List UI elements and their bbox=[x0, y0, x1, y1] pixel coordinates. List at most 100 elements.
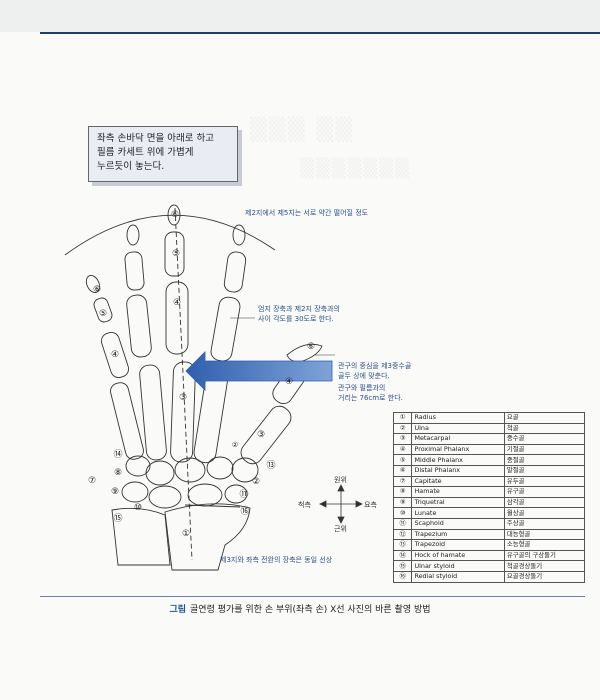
marker-trapezoid: ⑬ bbox=[266, 460, 275, 471]
legend-english: Ulnar styloid bbox=[411, 560, 505, 572]
compass-distal-label: 원위 bbox=[334, 476, 347, 484]
legend-number: ① bbox=[392, 412, 413, 424]
legend-korean: 월상골 bbox=[503, 507, 586, 519]
legend-korean: 요골경상돌기 bbox=[503, 570, 586, 583]
marker-hook: ⑭ bbox=[113, 449, 122, 460]
thumb-angle-note-line1: 엄지 장축과 제2지 장축과의 bbox=[258, 305, 340, 313]
legend-english: Ulna bbox=[411, 422, 505, 435]
legend-korean: 주상골 bbox=[503, 517, 586, 530]
legend-english: Hamate bbox=[411, 486, 505, 498]
legend-number: ⑮ bbox=[392, 560, 413, 572]
ulna-bone bbox=[111, 507, 171, 566]
legend-number: ⑪ bbox=[392, 517, 413, 530]
marker-metacarpal-thumb: ③ bbox=[257, 430, 265, 440]
legend-english: Scaphoid bbox=[411, 517, 505, 530]
marker-proximal-5: ④ bbox=[111, 350, 119, 360]
callout-line: 누르듯이 놓는다. bbox=[97, 161, 165, 172]
legend-korean: 요골 bbox=[503, 412, 586, 424]
middle-phalanx-4 bbox=[124, 251, 145, 291]
center-note-line1: 관구의 중심을 제3중수골 bbox=[338, 362, 412, 370]
legend-english: Redial styloid bbox=[411, 570, 505, 583]
middle-phalanx-3 bbox=[164, 231, 185, 277]
compass-ulnar-label: 척측 bbox=[298, 501, 311, 509]
legend-korean: 유구골 bbox=[503, 486, 586, 498]
legend-number: ⑧ bbox=[392, 486, 413, 498]
hamate-bone bbox=[125, 455, 151, 477]
marker-ulna: ② bbox=[252, 477, 260, 487]
long-axis-line bbox=[174, 207, 193, 561]
center-note-line2: 골두 상에 맞춘다. bbox=[338, 372, 390, 380]
forearm-axis-note: 제3지와 좌측 전완의 장축은 동일 선상 bbox=[220, 556, 333, 564]
callout-line: 좌측 손바닥 면을 아래로 하고 bbox=[97, 133, 214, 144]
finger-gap-note: 제2지에서 제5지는 서로 약간 떨어질 정도 bbox=[245, 209, 369, 217]
legend-number: ⑫ bbox=[392, 528, 413, 541]
trapezium-bone bbox=[231, 457, 259, 483]
legend-english: Lunate bbox=[411, 507, 505, 519]
bone-number-markers: ⑥ ⑤ ④ ③ ⑥ ⑤ ④ ⑥ ④ ③ ② ⑭ ⑧ ⑦ ⑨ ⑩ ⑮ ⑬ ② ⑪ … bbox=[88, 210, 315, 539]
marker-middle-5: ⑤ bbox=[99, 309, 107, 319]
legend-korean: 중수골 bbox=[503, 433, 586, 445]
direction-compass bbox=[319, 484, 363, 524]
legend-number: ⑥ bbox=[392, 464, 413, 477]
capitate-bone-2 bbox=[174, 457, 206, 483]
legend-number: ⑭ bbox=[392, 549, 413, 562]
marker-hamate: ⑧ bbox=[114, 468, 122, 478]
legend-english: Triquetral bbox=[411, 496, 505, 509]
marker-middle-3: ⑤ bbox=[172, 249, 180, 259]
legend-english: Trapezoid bbox=[411, 539, 505, 551]
marker-radial-styloid: ⑯ bbox=[240, 506, 249, 517]
proximal-phalanx-2 bbox=[210, 296, 241, 362]
callout-line: 필름 카세트 위에 가볍게 bbox=[97, 147, 194, 158]
legend-english: Middle Phalanx bbox=[411, 454, 505, 466]
middle-phalanx-5 bbox=[93, 297, 113, 323]
hand-bones bbox=[85, 204, 323, 571]
compass-radial-label: 요측 bbox=[364, 501, 377, 509]
figure-caption-text: 골연령 평가를 위한 손 부위(좌측 손) X선 사진의 바른 촬영 방법 bbox=[190, 605, 431, 615]
legend-korean: 말절골 bbox=[503, 464, 586, 477]
legend-korean: 유구골의 구상돌기 bbox=[503, 549, 586, 562]
triquetral-bone bbox=[121, 481, 149, 503]
legend-english: Hock of hamate bbox=[411, 549, 505, 562]
show-through-text: ▒▒▒ ▒▒ bbox=[250, 118, 355, 143]
scaphoid-bone bbox=[187, 483, 223, 507]
legend-korean: 척골 bbox=[503, 422, 586, 435]
legend-english: Radius bbox=[411, 412, 505, 424]
marker-radius: ① bbox=[182, 529, 190, 539]
trapezium-tubercle bbox=[224, 484, 248, 504]
marker-proximal-thumb: ④ bbox=[285, 377, 293, 387]
finger-spread-arc bbox=[64, 214, 276, 256]
metacarpal-5 bbox=[110, 382, 144, 460]
legend-number: ② bbox=[392, 422, 413, 435]
legend-korean: 척골경상돌기 bbox=[503, 560, 586, 572]
top-band bbox=[0, 0, 600, 32]
legend-korean: 기절골 bbox=[503, 443, 586, 456]
compass-proximal-label: 근위 bbox=[334, 525, 347, 533]
distance-note-line1: 관구와 필름과의 bbox=[338, 384, 386, 392]
legend-number: ④ bbox=[392, 443, 413, 456]
positioning-callout: 좌측 손바닥 면을 아래로 하고 필름 카세트 위에 가볍게 누르듯이 놓는다. bbox=[88, 126, 238, 182]
metacarpal-1 bbox=[240, 405, 292, 465]
distance-note-line2: 거리는 76cm로 한다. bbox=[338, 394, 403, 402]
legend-korean: 유두골 bbox=[503, 475, 586, 488]
marker-distal-3: ⑥ bbox=[171, 210, 179, 220]
legend-korean: 삼각골 bbox=[503, 496, 586, 509]
figure-label: 그림 bbox=[169, 605, 187, 615]
distal-phalanx-4 bbox=[126, 224, 140, 246]
middle-phalanx-2 bbox=[223, 251, 247, 293]
proximal-phalanx-4 bbox=[126, 294, 152, 358]
legend-korean: 중절골 bbox=[503, 454, 586, 466]
legend-number: ⑩ bbox=[392, 507, 413, 519]
bottom-rule bbox=[40, 596, 585, 597]
marker-ulna-small: ② bbox=[232, 441, 238, 449]
